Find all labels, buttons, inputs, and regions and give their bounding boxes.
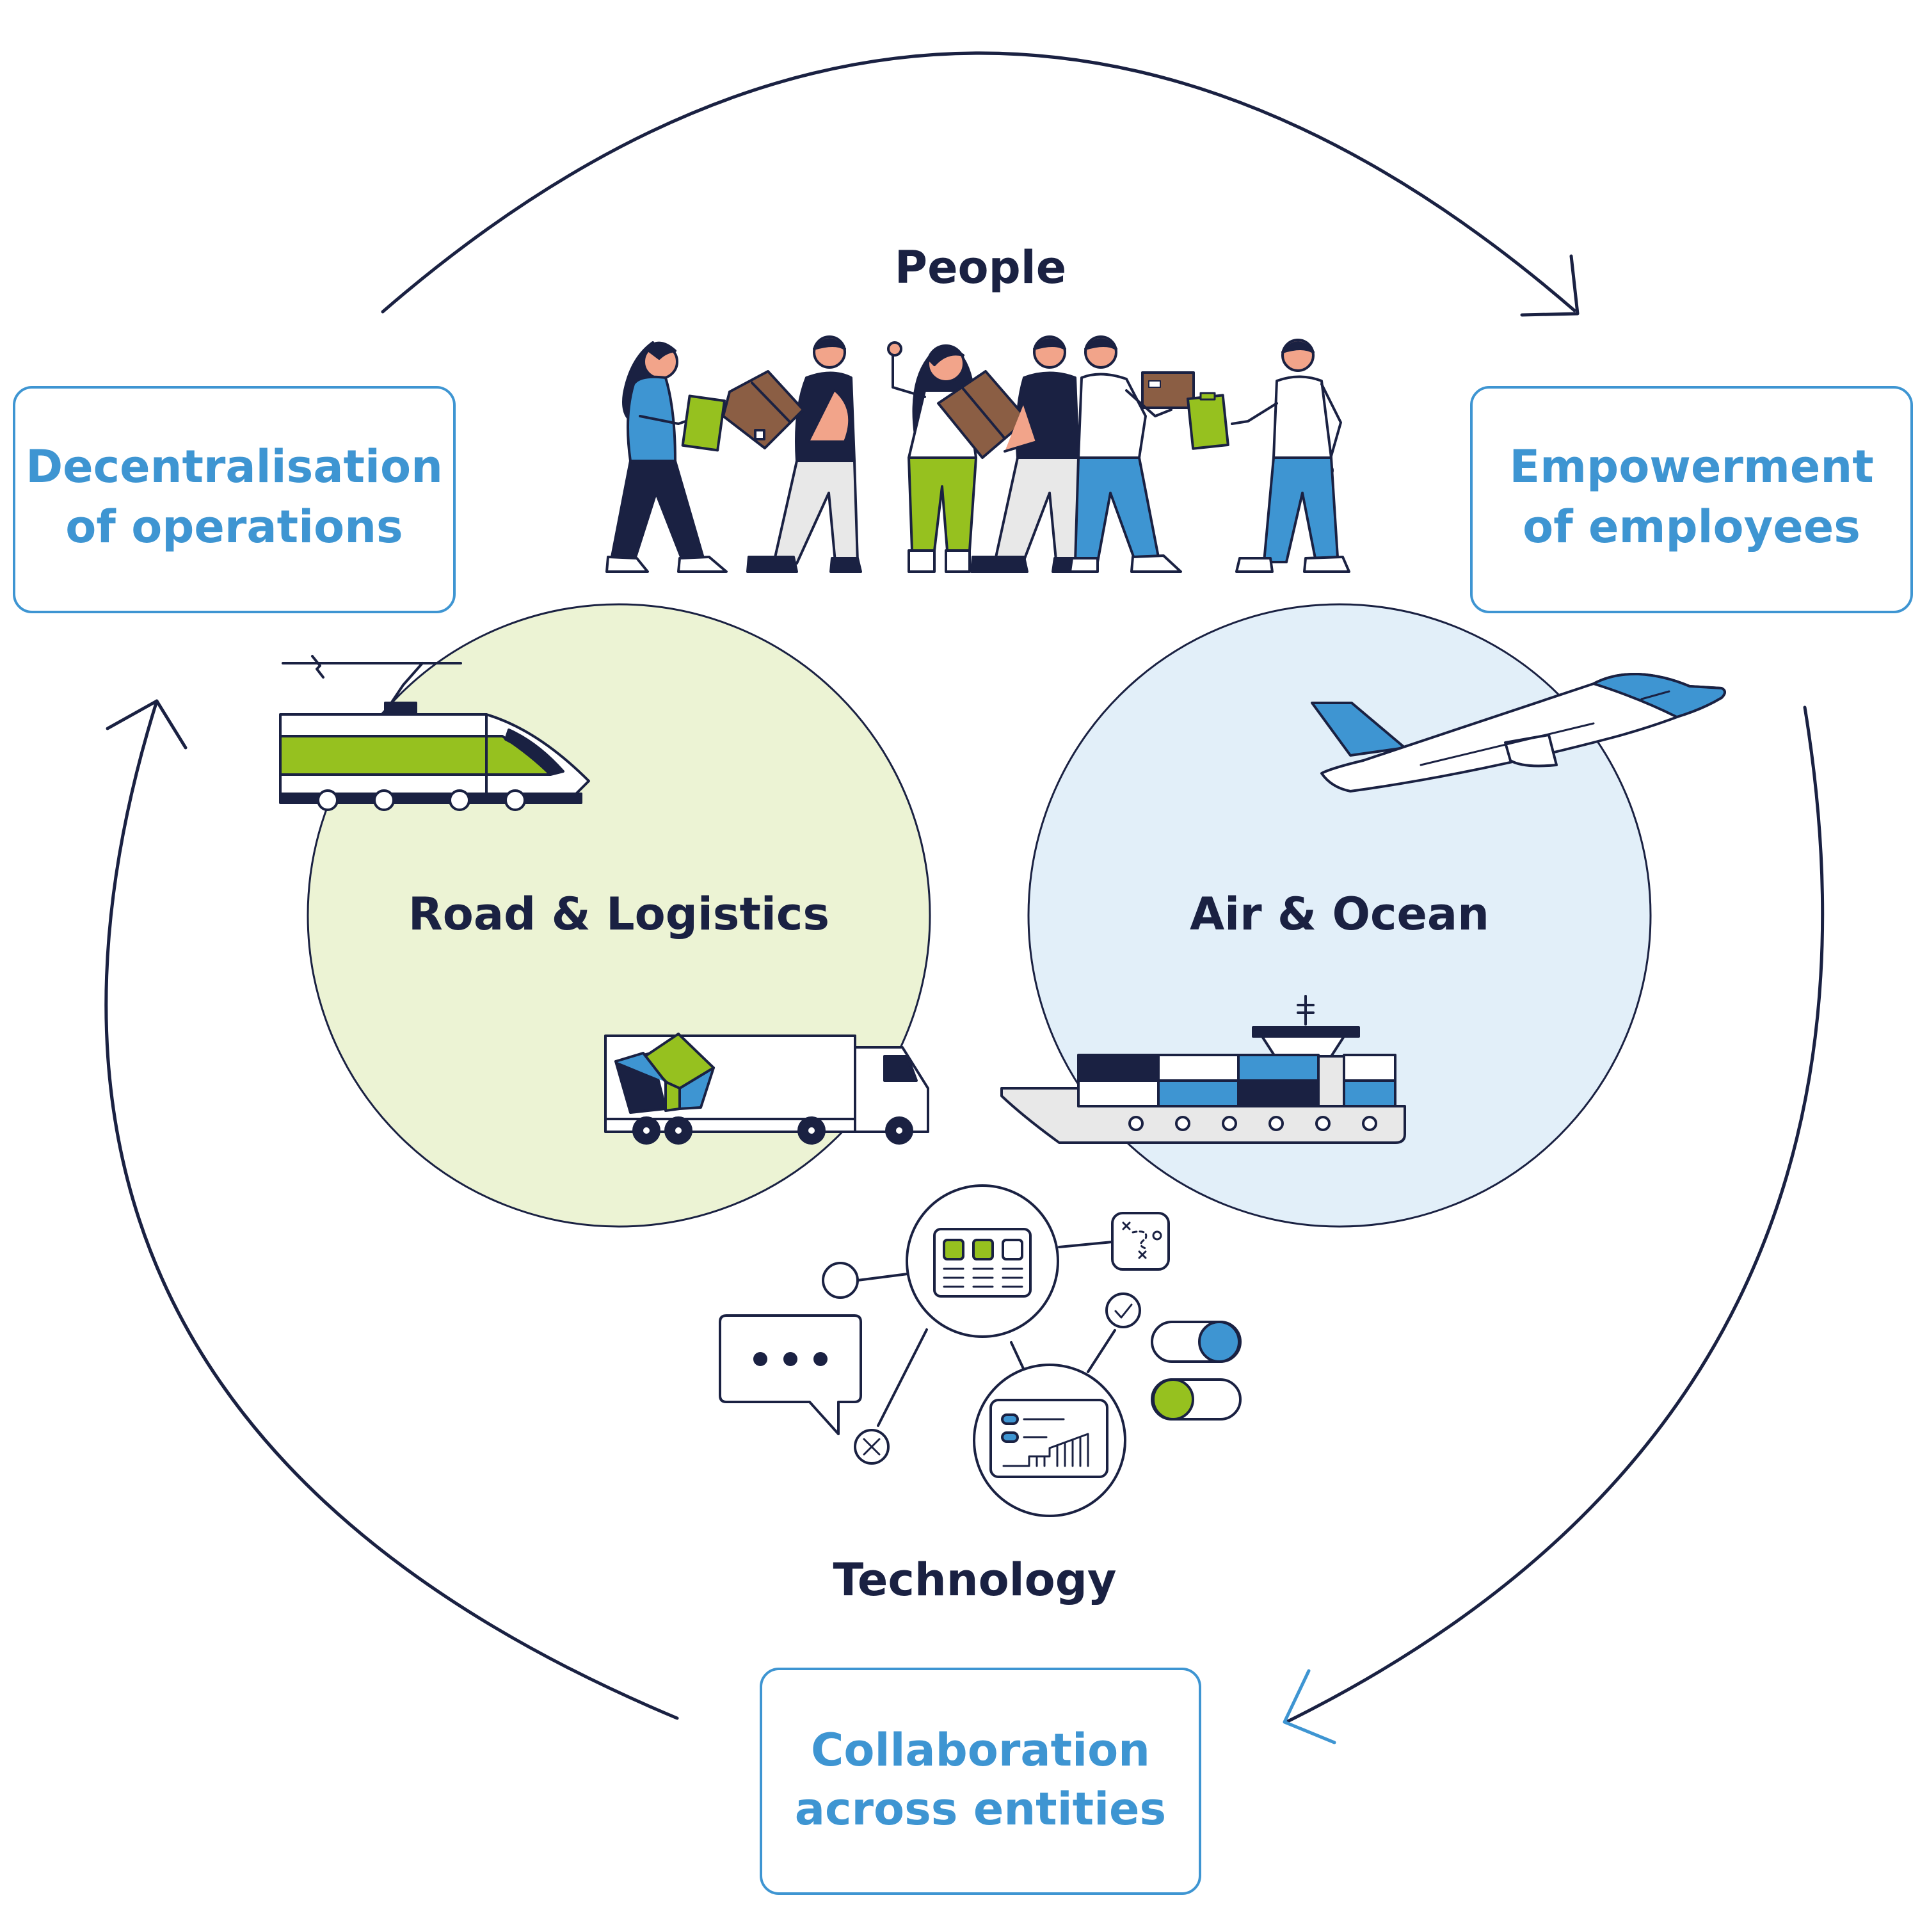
label-technology: Technology bbox=[833, 1554, 1116, 1606]
route-map-icon bbox=[1111, 1212, 1170, 1271]
label-air-ocean: Air & Ocean bbox=[1190, 888, 1489, 940]
cycle-arc-right bbox=[1284, 705, 1825, 1724]
plane-illustration bbox=[1311, 672, 1726, 793]
person-man-box-2 bbox=[937, 335, 1086, 573]
box-collaboration: Collaboration across entities bbox=[760, 1668, 1201, 1895]
cycle-arc-top bbox=[381, 51, 1576, 314]
box-decentralisation: Decentralisation of operations bbox=[13, 386, 456, 613]
person-woman-clipboard bbox=[605, 341, 728, 573]
box-empowerment-line2: of employees bbox=[1523, 501, 1860, 553]
box-decentralisation-line1: Decentralisation bbox=[26, 440, 443, 493]
technology-network bbox=[719, 1184, 1242, 1517]
check-icon bbox=[1105, 1292, 1141, 1328]
box-decentralisation-frame bbox=[13, 386, 456, 613]
cycle-arrowhead-left bbox=[106, 699, 188, 750]
truck-illustration bbox=[604, 1033, 929, 1145]
chat-bubble-icon bbox=[719, 1314, 862, 1435]
ship-illustration bbox=[1000, 995, 1406, 1144]
people-illustration bbox=[605, 335, 1350, 573]
person-man-blue-pants bbox=[1069, 335, 1195, 573]
cycle-arc-left bbox=[104, 699, 679, 1720]
label-people: People bbox=[895, 241, 1066, 294]
box-collaboration-line1: Collaboration bbox=[811, 1724, 1150, 1776]
network-node-empty bbox=[822, 1262, 859, 1299]
person-man-box bbox=[722, 335, 862, 573]
train-illustration bbox=[279, 655, 590, 811]
box-collaboration-frame bbox=[760, 1668, 1201, 1895]
person-woman-waving bbox=[887, 341, 977, 573]
label-road-logistics: Road & Logistics bbox=[408, 888, 829, 940]
cycle-arrowhead-right bbox=[1283, 1669, 1336, 1744]
person-man-clipboard bbox=[1186, 339, 1350, 573]
box-empowerment: Empowerment of employees bbox=[1470, 386, 1913, 613]
box-decentralisation-line2: of operations bbox=[65, 501, 403, 553]
cycle-arrowhead-top bbox=[1520, 254, 1580, 317]
box-collaboration-line2: across entities bbox=[795, 1783, 1166, 1835]
cycle-arrows bbox=[104, 51, 1825, 1724]
box-empowerment-line1: Empowerment bbox=[1509, 440, 1873, 493]
box-empowerment-frame bbox=[1470, 386, 1913, 613]
